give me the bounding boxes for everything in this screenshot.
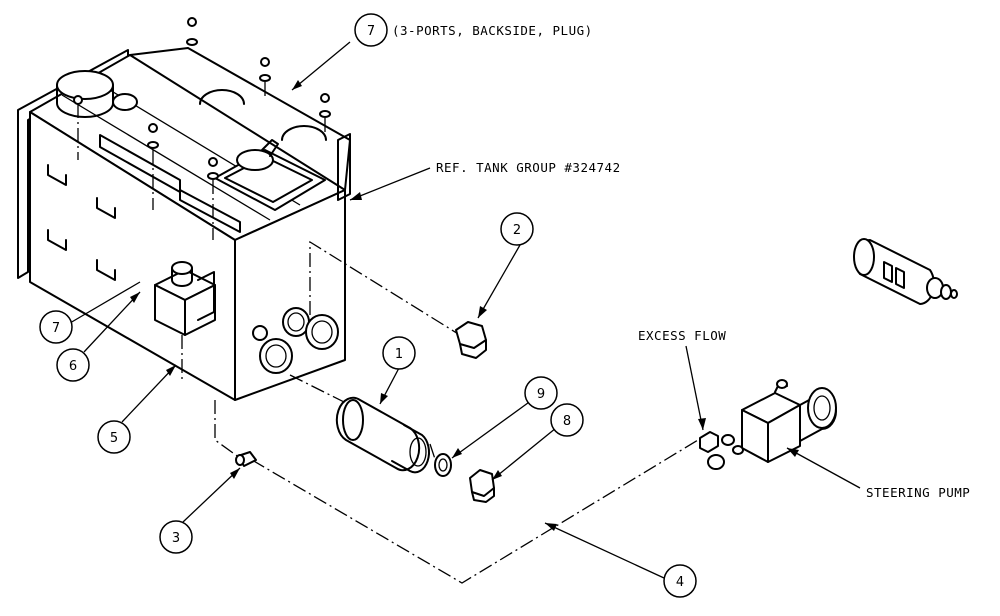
callout-9: 9 — [524, 376, 558, 410]
callout-2-number: 2 — [513, 223, 521, 238]
tank-dome-left — [199, 89, 245, 105]
hydraulic-tank — [17, 47, 351, 401]
tank-ref-label: REF. TANK GROUP #324742 — [436, 160, 621, 175]
callout-8-number: 8 — [563, 414, 571, 429]
tank-dome-right — [281, 125, 327, 141]
part-3-fitting — [235, 451, 257, 467]
callout-9-number: 9 — [537, 387, 545, 402]
callout-7-left: 7 — [39, 310, 73, 344]
callout-3-number: 3 — [172, 531, 180, 546]
callout-5: 5 — [97, 420, 131, 454]
callout-2: 2 — [500, 212, 534, 246]
part-1-filter — [335, 396, 430, 474]
filler-cap — [56, 70, 138, 118]
callout-3: 3 — [159, 520, 193, 554]
callout-8: 8 — [550, 403, 584, 437]
side-clips — [47, 164, 116, 281]
callout-6: 6 — [56, 348, 90, 382]
callout-7-top: 7 — [354, 13, 388, 47]
valve-block — [154, 261, 216, 336]
callout-4: 4 — [663, 564, 697, 598]
excess-flow-valve — [699, 431, 744, 470]
callout-7-left-number: 7 — [52, 321, 60, 336]
tank-back-rim — [129, 47, 351, 191]
callout-5-number: 5 — [110, 431, 118, 446]
callout-4-number: 4 — [676, 575, 684, 590]
assembly-flow-lines — [181, 240, 699, 584]
callout-1: 1 — [382, 336, 416, 370]
steering-pump-label: STEERING PUMP — [866, 485, 970, 500]
ports-note-label: (3-PORTS, BACKSIDE, PLUG) — [392, 23, 593, 38]
tank-gauge-box — [214, 139, 326, 211]
part-2-hex-plug — [455, 321, 487, 359]
callout-7-top-number: 7 — [367, 24, 375, 39]
excess-flow-label: EXCESS FLOW — [638, 328, 726, 343]
leader-lines — [69, 41, 861, 579]
callout-6-number: 6 — [69, 359, 77, 374]
part-8-plug — [469, 469, 495, 503]
tank-front-ports — [252, 307, 339, 374]
callout-1-number: 1 — [395, 347, 403, 362]
tank-rib-2 — [179, 189, 241, 233]
tank-right-bracket — [337, 133, 351, 201]
steering-pump — [741, 379, 837, 463]
part-9-nut — [434, 453, 452, 477]
pump-detail-inset — [853, 238, 958, 305]
top-bolts — [73, 17, 331, 240]
